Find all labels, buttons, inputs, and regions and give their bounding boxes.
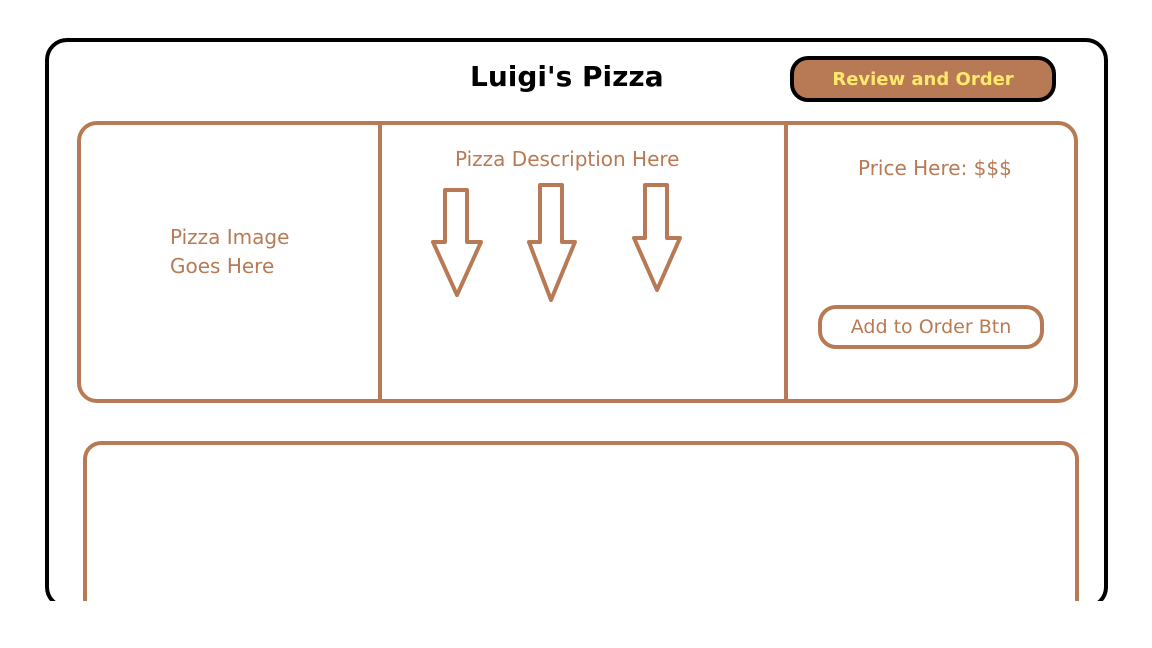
pizza-item-card bbox=[77, 121, 1078, 403]
frame-bottom-background bbox=[45, 601, 1108, 648]
item-card-divider-left bbox=[378, 121, 382, 403]
pizza-image-placeholder: Pizza Image Goes Here bbox=[170, 225, 290, 278]
page-title: Luigi's Pizza bbox=[470, 60, 664, 93]
arrow-down-icon bbox=[632, 183, 682, 292]
price-placeholder: Price Here: $$$ bbox=[858, 156, 1012, 180]
down-arrows-group bbox=[431, 183, 682, 302]
item-card-divider-right bbox=[784, 121, 788, 403]
arrow-down-icon bbox=[527, 183, 577, 302]
arrow-down-icon bbox=[431, 188, 483, 297]
order-list-panel bbox=[83, 441, 1079, 615]
pizza-description-placeholder: Pizza Description Here bbox=[455, 147, 680, 171]
review-and-order-button[interactable]: Review and Order bbox=[790, 56, 1056, 102]
add-to-order-button[interactable]: Add to Order Btn bbox=[818, 305, 1044, 349]
